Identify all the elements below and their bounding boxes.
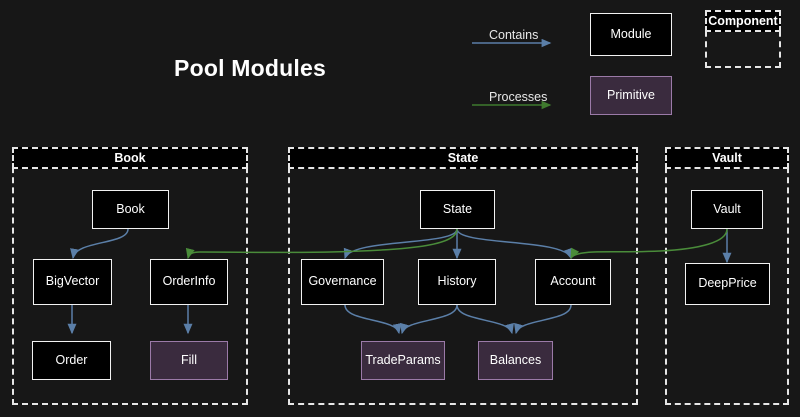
legend-primitive-box: Primitive — [590, 76, 672, 115]
legend-processes-label: Processes — [489, 90, 548, 104]
node-vault[interactable]: Vault — [691, 190, 763, 229]
node-state[interactable]: State — [420, 190, 495, 229]
node-deepprice[interactable]: DeepPrice — [685, 263, 770, 305]
node-history-label: History — [437, 274, 477, 289]
node-account-label: Account — [550, 274, 596, 289]
node-account[interactable]: Account — [535, 259, 611, 305]
legend-module-label: Module — [610, 26, 652, 41]
group-book-label: Book — [114, 151, 146, 165]
page-title: Pool Modules — [174, 55, 326, 81]
node-state-label: State — [442, 201, 473, 216]
group-book-header: Book — [12, 147, 248, 169]
group-vault-label: Vault — [712, 151, 742, 165]
node-history[interactable]: History — [418, 259, 496, 305]
node-order-label: Order — [55, 352, 88, 367]
node-governance-label: Governance — [308, 274, 377, 289]
node-bigvector[interactable]: BigVector — [33, 259, 112, 305]
node-fill-label: Fill — [181, 352, 197, 367]
group-state-label: State — [447, 151, 479, 165]
legend-component-label: Component — [708, 14, 778, 28]
node-balances[interactable]: Balances — [478, 341, 553, 380]
node-tradeparams[interactable]: TradeParams — [361, 341, 445, 380]
node-vault-label: Vault — [713, 201, 741, 216]
group-vault-header: Vault — [665, 147, 789, 169]
node-balances-label: Balances — [489, 352, 542, 367]
node-orderinfo-label: OrderInfo — [162, 274, 216, 289]
group-state-header: State — [288, 147, 638, 169]
node-order[interactable]: Order — [32, 341, 111, 380]
node-book[interactable]: Book — [92, 190, 169, 229]
legend-contains-arrow — [472, 38, 552, 48]
node-tradeparams-label: TradeParams — [365, 352, 441, 367]
node-book-label: Book — [116, 201, 145, 216]
legend-primitive-label: Primitive — [607, 87, 655, 102]
node-governance[interactable]: Governance — [301, 259, 384, 305]
legend-component-header: Component — [705, 10, 781, 32]
node-deepprice-label: DeepPrice — [698, 276, 757, 291]
legend-processes-arrow — [472, 100, 552, 110]
node-orderinfo[interactable]: OrderInfo — [150, 259, 228, 305]
node-fill[interactable]: Fill — [150, 341, 228, 380]
legend-contains-label: Contains — [489, 28, 539, 42]
node-bigvector-label: BigVector — [45, 274, 100, 289]
legend-module-box: Module — [590, 13, 672, 56]
